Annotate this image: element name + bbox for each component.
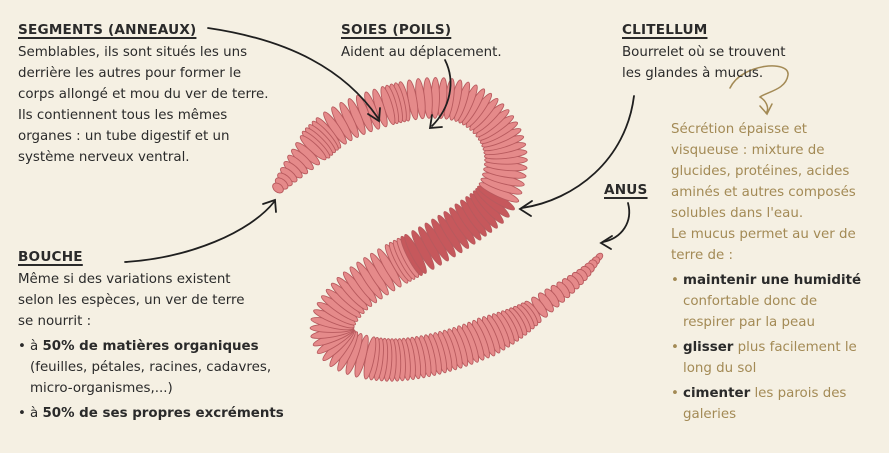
mucus-line: terre de : xyxy=(671,248,733,263)
anus-heading: ANUS xyxy=(604,182,648,198)
mucus-block: Sécrétion épaisse et visqueuse : mixture… xyxy=(671,119,883,429)
clitellum-heading: CLITELLUM xyxy=(622,22,708,38)
bouche-line: selon les espèces, un ver de terre xyxy=(18,293,245,308)
anus-block: ANUS xyxy=(604,180,664,202)
bouche-block: BOUCHE Même si des variations existent s… xyxy=(18,247,303,428)
segments-line: corps allongé et mou du ver de terre. xyxy=(18,87,269,102)
soies-text: Aident au déplacement. xyxy=(341,45,502,60)
bouche-arrowhead xyxy=(262,198,277,213)
clitellum-block: CLITELLUM Bourrelet où se trouvent les g… xyxy=(622,20,872,84)
mucus-line: visqueuse : mixture de xyxy=(671,143,825,158)
mucus-item-rest: confortable donc de xyxy=(683,294,818,309)
bouche-heading: BOUCHE xyxy=(18,249,83,265)
mucus-item-strong: glisser xyxy=(683,340,734,355)
bouche-item-rest: micro-organismes,...) xyxy=(30,381,173,396)
bouche-line: Même si des variations existent xyxy=(18,272,231,287)
soies-arrowhead xyxy=(428,114,443,129)
segments-heading: SEGMENTS (ANNEAUX) xyxy=(18,22,197,38)
mucus-line: glucides, protéines, acides xyxy=(671,164,850,179)
segments-line: derrière les autres pour former le xyxy=(18,66,242,81)
bouche-item-rest: (feuilles, pétales, racines, cadavres, xyxy=(30,360,272,375)
worm-body xyxy=(272,77,604,382)
mucus-list: maintenir une humidité confortable donc … xyxy=(671,270,883,425)
bouche-item: à 50% de ses propres excréments xyxy=(18,403,303,424)
bouche-item-prefix: à xyxy=(30,339,43,354)
anus-arrowhead xyxy=(599,235,613,250)
mucus-line: solubles dans l'eau. xyxy=(671,206,804,221)
bouche-item-strong: 50% de matières organiques xyxy=(42,339,259,354)
segments-line: Ils contiennent tous les mêmes xyxy=(18,108,228,123)
mucus-item-strong: cimenter xyxy=(683,386,751,401)
clitellum-arrowhead xyxy=(518,200,533,217)
bouche-item-strong: 50% de ses propres excréments xyxy=(42,406,284,421)
mucus-line: Sécrétion épaisse et xyxy=(671,122,808,137)
mucus-curl xyxy=(729,65,789,116)
segments-line: organes : un tube digestif et un xyxy=(18,129,230,144)
clitellum-line: les glandes à mucus. xyxy=(622,66,764,81)
bouche-item: à 50% de matières organiques (feuilles, … xyxy=(18,336,303,399)
mucus-item-rest: respirer par la peau xyxy=(683,315,815,330)
mucus-item-rest: plus facilement le xyxy=(733,340,857,355)
soies-arrow xyxy=(431,59,452,127)
clitellum-arrow xyxy=(521,95,635,209)
worm-segment xyxy=(272,182,284,194)
mucus-item-rest: long du sol xyxy=(683,361,757,376)
segments-block: SEGMENTS (ANNEAUX) Semblables, ils sont … xyxy=(18,20,308,168)
mucus-item: maintenir une humidité confortable donc … xyxy=(671,270,883,333)
mucus-item-rest: galeries xyxy=(683,407,737,422)
soies-heading: SOIES (POILS) xyxy=(341,22,452,38)
mucus-item-rest: les parois des xyxy=(750,386,847,401)
mucus-item: cimenter les parois des galeries xyxy=(671,383,883,425)
segments-line: système nerveux ventral. xyxy=(18,150,190,165)
mucus-item: glisser plus facilement le long du sol xyxy=(671,337,883,379)
anus-arrow xyxy=(602,202,631,243)
mucus-line: aminés et autres composés xyxy=(671,185,856,200)
segments-arrowhead xyxy=(367,107,381,123)
bouche-item-prefix: à xyxy=(30,406,43,421)
mucus-item-strong: maintenir une humidité xyxy=(683,273,862,288)
mucus-line: Le mucus permet au ver de xyxy=(671,227,856,242)
soies-block: SOIES (POILS) Aident au déplacement. xyxy=(341,20,541,63)
pointer-arrows xyxy=(124,27,635,263)
bouche-list: à 50% de matières organiques (feuilles, … xyxy=(18,336,303,424)
bouche-line: se nourrit : xyxy=(18,314,92,329)
segments-line: Semblables, ils sont situés les uns xyxy=(18,45,248,60)
bouche-arrow xyxy=(124,201,275,263)
clitellum-line: Bourrelet où se trouvent xyxy=(622,45,786,60)
segments-arrow xyxy=(207,27,379,119)
